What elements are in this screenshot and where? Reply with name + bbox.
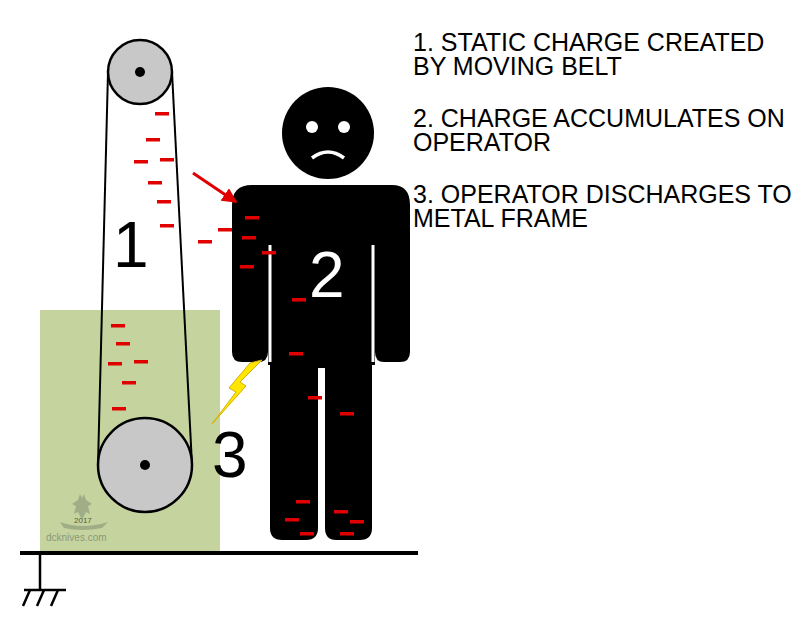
charge-mark: [157, 200, 171, 204]
charge-mark: [155, 112, 169, 116]
metal-frame: [40, 310, 220, 551]
pulley-axle: [140, 460, 150, 470]
charge-mark: [285, 518, 299, 522]
charge-mark: [122, 381, 136, 385]
pulley-axle: [135, 67, 145, 77]
charge-mark: [240, 265, 254, 269]
charge-mark: [218, 228, 232, 232]
callout-number: 3: [212, 420, 248, 490]
belt: [98, 72, 108, 465]
charge-mark: [116, 342, 130, 346]
step-note: 2. CHARGE ACCUMULATES ON OPERATOR: [413, 106, 793, 154]
step-note: 1. STATIC CHARGE CREATED BY MOVING BELT: [413, 30, 793, 78]
ground-symbol: [51, 590, 58, 606]
charge-mark: [160, 158, 174, 162]
charge-mark: [340, 532, 354, 536]
charge-mark: [350, 520, 364, 524]
charge-mark: [334, 510, 348, 514]
floor: [20, 551, 418, 555]
charge-mark: [242, 236, 256, 240]
pulley: [98, 418, 192, 512]
charge-mark: [296, 500, 310, 504]
callout-number: 2: [309, 240, 345, 310]
charge-mark: [134, 360, 148, 364]
charge-mark: [289, 352, 303, 356]
ground-symbol: [37, 590, 44, 606]
charge-mark: [300, 532, 314, 536]
charge-mark: [112, 407, 126, 411]
charge-mark: [148, 181, 162, 185]
charge-mark: [134, 160, 148, 164]
charge-mark: [198, 240, 212, 244]
charge-mark: [292, 298, 306, 302]
callout-number: 1: [113, 210, 149, 280]
charge-mark: [308, 396, 322, 400]
step-note: 3. OPERATOR DISCHARGES TO METAL FRAME: [413, 182, 793, 230]
pulley: [108, 40, 172, 104]
charge-mark: [262, 251, 276, 255]
ground-symbol: [39, 553, 42, 590]
operator-figure: [232, 87, 410, 540]
spark: [212, 360, 262, 424]
charge-mark: [245, 216, 259, 220]
charge-mark: [160, 224, 174, 228]
charge-arrow: [193, 173, 236, 202]
charge-mark: [108, 362, 122, 366]
charge-mark: [111, 324, 125, 328]
charge-mark: [340, 412, 354, 416]
charge-mark: [146, 138, 160, 142]
belt: [172, 72, 192, 465]
watermark: 2017: [74, 516, 92, 525]
charge-marks: [108, 112, 364, 536]
watermark: dcknives.com: [46, 532, 107, 544]
ground-symbol: [23, 590, 30, 606]
